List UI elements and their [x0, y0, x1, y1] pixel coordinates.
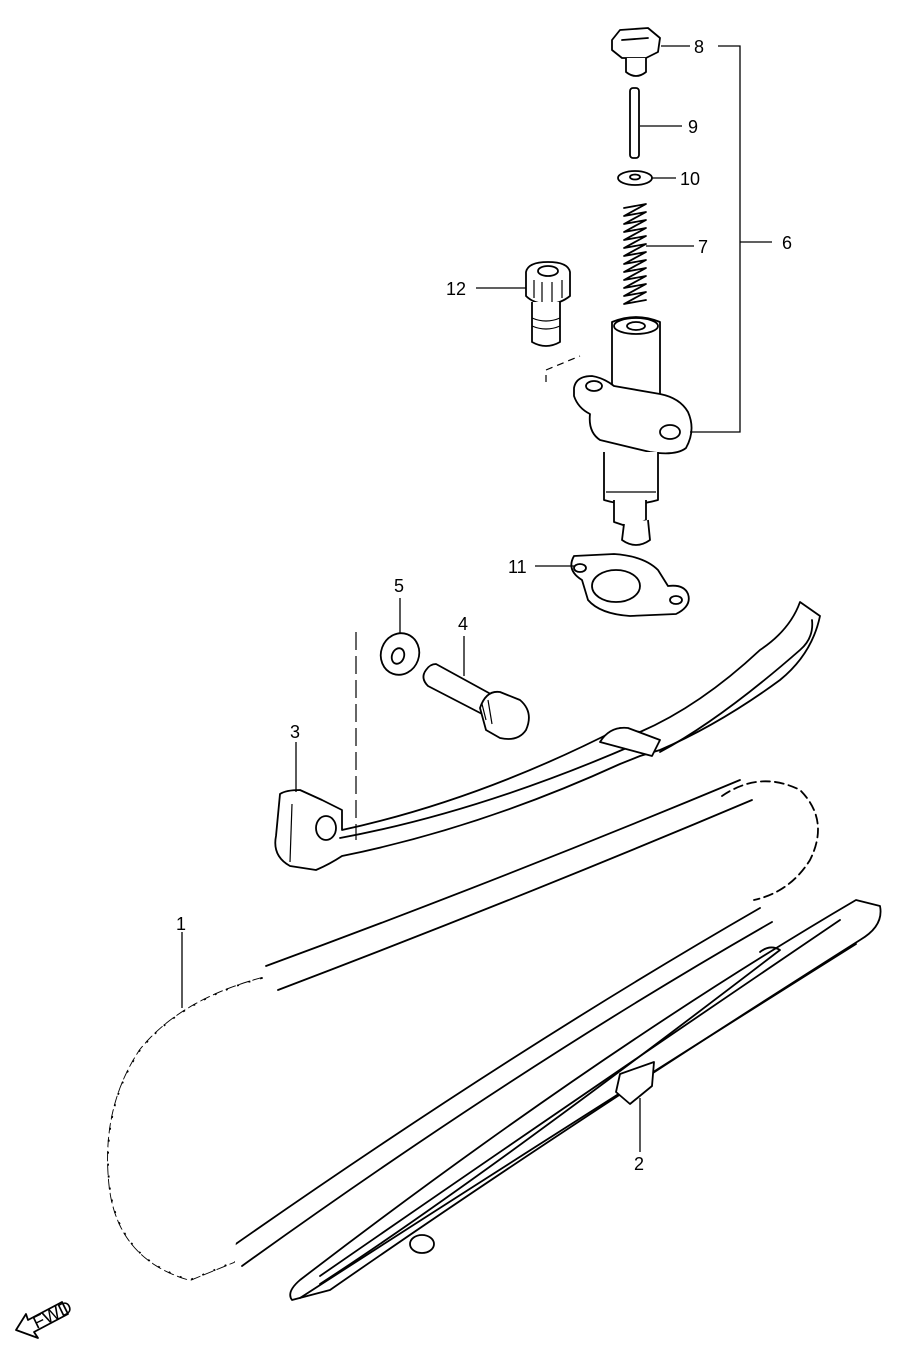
part-1-chain: [107, 779, 819, 1281]
part-10-washer: [617, 170, 653, 186]
callout-7: 7: [698, 237, 708, 257]
part-8-bolt: [611, 27, 661, 77]
callout-9: 9: [688, 117, 698, 137]
callout-10: 10: [680, 169, 700, 189]
part-7-spring: [623, 203, 647, 305]
part-3-guide: [274, 601, 821, 871]
callout-labels: 1 2 3 4 5 6 7 8 9 10 11 12: [176, 37, 792, 1174]
part-9-rod: [629, 87, 640, 159]
part-4-pivot-bolt: [422, 663, 530, 740]
forward-arrow-icon: FWD: [15, 1297, 76, 1339]
leader-lines: [181, 45, 772, 1152]
callout-6: 6: [782, 233, 792, 253]
part-12-bolt: [525, 261, 571, 347]
direction-badge-text: FWD: [30, 1297, 76, 1333]
callout-8: 8: [694, 37, 704, 57]
callout-12: 12: [446, 279, 466, 299]
part-2-chain-guide: [289, 899, 882, 1301]
callout-2: 2: [634, 1154, 644, 1174]
part-11-gasket: [570, 553, 690, 617]
part-5-washer: [379, 632, 421, 676]
callout-3: 3: [290, 722, 300, 742]
part-6-tensioner: [573, 316, 693, 546]
callout-11: 11: [508, 557, 527, 577]
callout-5: 5: [394, 576, 404, 596]
callout-4: 4: [458, 614, 468, 634]
callout-1: 1: [176, 914, 186, 934]
